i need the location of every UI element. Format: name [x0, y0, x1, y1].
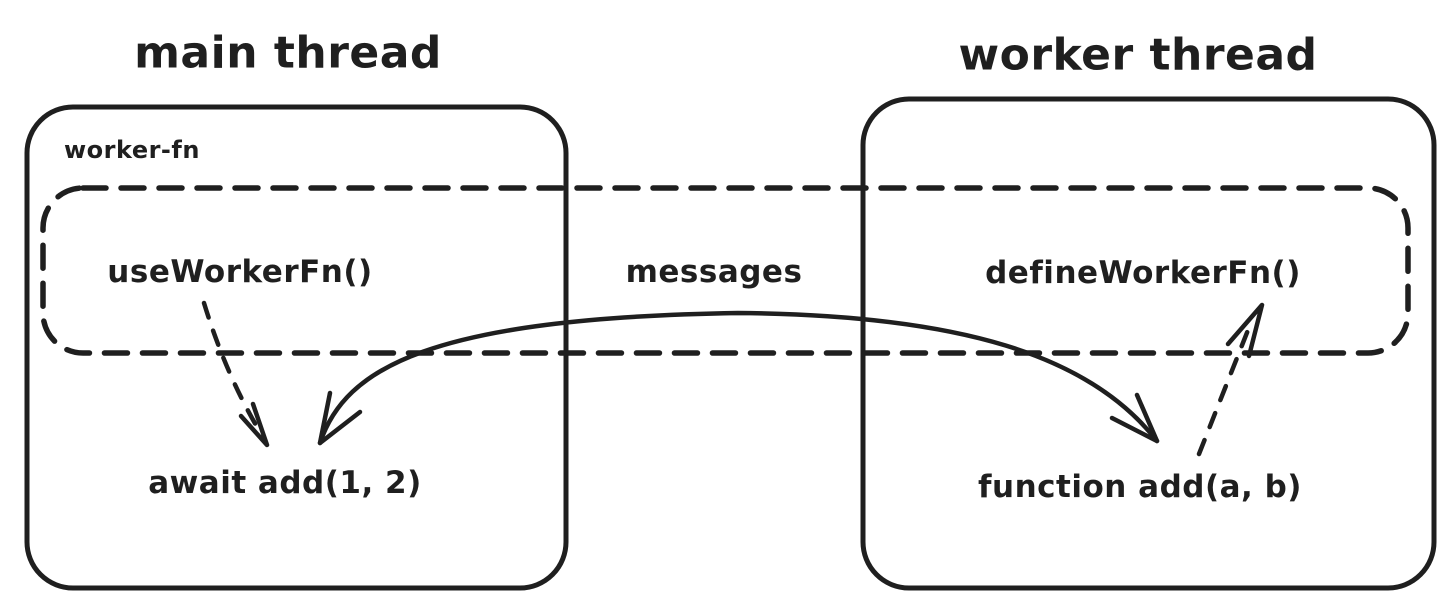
- define-worker-fn-arrow: [1196, 302, 1265, 457]
- await-call-node: await add(1, 2): [148, 465, 422, 501]
- worker-fn-package-label: worker-fn: [64, 136, 200, 164]
- worker-function-node: function add(a, b): [978, 469, 1302, 505]
- main-thread-title: main thread: [134, 27, 442, 79]
- use-worker-fn-arrowhead: [238, 401, 270, 448]
- call-arc-arrowhead-left: [317, 390, 363, 446]
- worker-fn-channel-box: [40, 185, 1411, 356]
- main-thread-box: [24, 104, 569, 591]
- define-worker-fn-node: defineWorkerFn(): [985, 255, 1301, 291]
- messages-channel-label: messages: [625, 254, 803, 290]
- use-worker-fn-node: useWorkerFn(): [107, 254, 373, 290]
- define-worker-fn-arrowhead: [1225, 302, 1265, 359]
- use-worker-fn-arrow: [201, 300, 270, 448]
- call-arc-arrow: [317, 310, 1160, 446]
- worker-thread-title: worker thread: [958, 29, 1318, 81]
- worker-thread-box: [860, 96, 1437, 591]
- call-arc-arrowhead-right: [1109, 392, 1160, 444]
